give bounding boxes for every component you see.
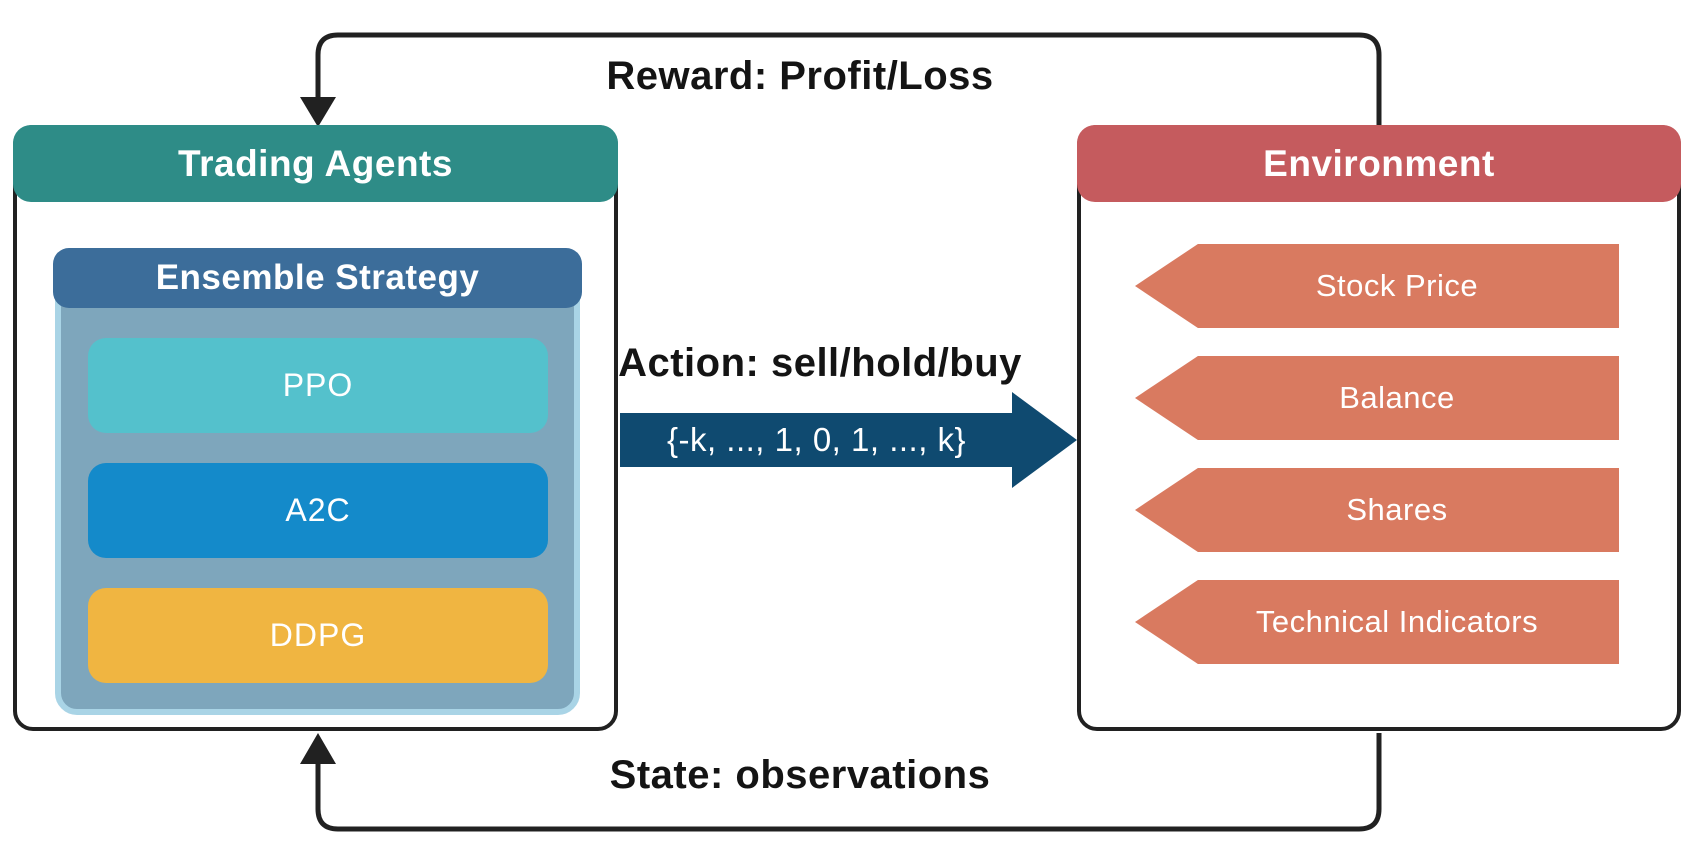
algorithm-box-a2c: A2C bbox=[88, 463, 548, 558]
reward-connector-line bbox=[315, 32, 1382, 127]
observation-item-technical-indicators: Technical Indicators bbox=[1135, 580, 1619, 664]
observation-item-stock-price: Stock Price bbox=[1135, 244, 1619, 328]
state-connector-line bbox=[315, 733, 1382, 832]
action-arrow: {-k, ..., 1, 0, 1, ..., k} bbox=[620, 413, 1013, 467]
action-label: Action: sell/hold/buy bbox=[618, 341, 1022, 385]
reward-label: Reward: Profit/Loss bbox=[606, 54, 994, 98]
environment-panel: Environment Stock Price Balance Shares T… bbox=[1077, 125, 1681, 731]
algorithm-box-ppo: PPO bbox=[88, 338, 548, 433]
trading-agents-title: Trading Agents bbox=[13, 125, 618, 202]
arrow-down-icon bbox=[300, 97, 336, 127]
state-label: State: observations bbox=[609, 753, 991, 797]
arrow-up-icon bbox=[300, 733, 336, 764]
observation-item-shares: Shares bbox=[1135, 468, 1619, 552]
observation-item-balance: Balance bbox=[1135, 356, 1619, 440]
trading-agents-panel: Trading Agents Ensemble Strategy PPO A2C… bbox=[13, 125, 618, 731]
environment-title: Environment bbox=[1077, 125, 1681, 202]
algorithm-box-ddpg: DDPG bbox=[88, 588, 548, 683]
ensemble-strategy-title: Ensemble Strategy bbox=[53, 248, 582, 308]
